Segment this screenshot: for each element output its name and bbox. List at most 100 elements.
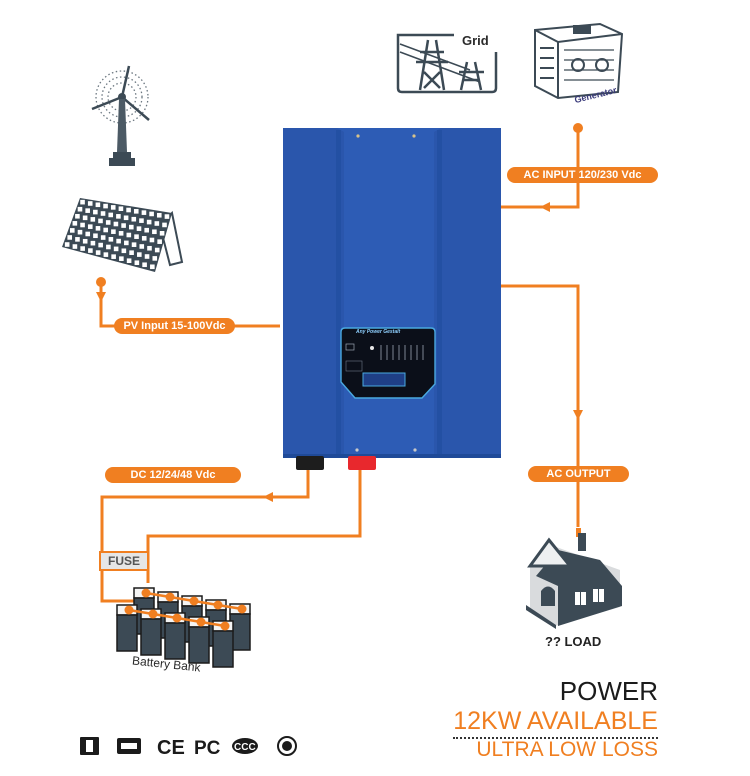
solar-cell	[164, 214, 170, 219]
fuse-label: FUSE	[99, 551, 149, 571]
battery-terminal	[213, 600, 223, 610]
certification-marks: CE PC CCC	[80, 736, 297, 759]
generator-icon	[534, 22, 624, 100]
house-icon	[526, 528, 622, 629]
solar-cell	[144, 227, 149, 233]
solar-panel-icon	[62, 198, 184, 272]
solar-cell	[77, 206, 83, 212]
solar-cell	[162, 222, 167, 228]
solar-cell	[100, 211, 106, 216]
solar-cell	[133, 209, 139, 214]
solar-cell	[116, 238, 121, 244]
solar-cell	[154, 221, 160, 226]
solar-cell	[147, 245, 152, 251]
solar-cell	[159, 230, 165, 236]
solar-cell	[126, 232, 132, 238]
solar-cell	[75, 213, 80, 219]
battery-terminal	[172, 613, 182, 623]
pct-mark-icon: PC	[194, 738, 221, 759]
battery-terminal	[196, 617, 206, 627]
solar-cell	[134, 234, 139, 239]
solar-cell	[82, 215, 88, 221]
solar-cell	[118, 231, 124, 236]
ac-input-arrow-icon	[540, 202, 550, 212]
solar-cell	[82, 238, 88, 244]
battery-terminal	[148, 609, 158, 619]
dc-arrow-icon	[263, 492, 273, 502]
solar-cell	[116, 214, 121, 219]
solar-cell	[90, 240, 96, 246]
headline-power: POWER	[559, 676, 658, 706]
solar-cell	[131, 242, 137, 247]
solar-cell	[150, 264, 155, 270]
solar-cell	[156, 212, 162, 218]
solar-cell	[85, 208, 90, 213]
solar-cell	[111, 254, 116, 259]
dc-positive-wire	[146, 470, 362, 583]
dc-negative-wire	[100, 470, 310, 603]
solar-cell	[93, 233, 98, 239]
battery-terminal	[237, 604, 247, 614]
pv-input-arrow-icon	[96, 292, 106, 302]
solar-cell	[87, 201, 93, 206]
solar-cell	[136, 226, 142, 231]
inverter-brand: Any Power Gestalt	[356, 329, 401, 335]
solar-cell	[113, 221, 119, 227]
solar-cell	[103, 203, 108, 209]
solar-cell	[111, 229, 116, 234]
positive-terminal	[348, 456, 376, 470]
solar-cell	[141, 236, 147, 241]
wind-turbine-icon	[91, 65, 150, 166]
headline-capacity: 12KW AVAILABLE	[453, 707, 658, 739]
ccc-mark-icon: CCC	[232, 738, 258, 754]
solar-cell	[139, 244, 145, 249]
solar-cell	[141, 210, 147, 215]
solar-cell	[131, 216, 137, 222]
solar-cell	[134, 260, 140, 266]
solar-cell	[139, 218, 144, 223]
solar-cell	[118, 206, 124, 212]
inverter-unit	[283, 128, 501, 470]
solar-cell	[121, 248, 127, 254]
solar-cell	[69, 228, 75, 233]
solar-cell	[77, 229, 83, 235]
solar-cell	[64, 242, 70, 247]
solar-cell	[126, 258, 132, 264]
solar-cell	[80, 246, 85, 251]
generator-node-dot	[573, 123, 583, 133]
solar-cell	[144, 254, 150, 259]
solar-cell	[103, 252, 109, 257]
seal-icon	[277, 736, 297, 756]
grid-label: Grid	[462, 33, 489, 48]
solar-cell	[75, 237, 80, 242]
svg-text:CCC: CCC	[234, 742, 256, 753]
solar-cell	[152, 256, 158, 261]
solar-node-dot	[96, 277, 106, 287]
pv-input-label: PV Input 15-100Vdc	[114, 318, 235, 334]
control-panel	[340, 327, 436, 399]
solar-cell	[110, 205, 116, 210]
solar-cell	[80, 199, 85, 205]
load-label: ?? LOAD	[545, 634, 602, 649]
solar-cell	[85, 231, 91, 237]
solar-cell	[93, 209, 98, 215]
ac-output-arrow-icon	[573, 410, 583, 420]
solar-cell	[80, 222, 85, 228]
solar-cell	[126, 207, 131, 213]
dc-input-label: DC 12/24/48 Vdc	[105, 467, 241, 483]
solar-cell	[72, 221, 78, 226]
solar-cell	[123, 215, 129, 221]
battery-terminal	[220, 621, 230, 631]
solar-cell	[95, 226, 101, 231]
solar-cell	[87, 224, 93, 229]
solar-cell	[95, 202, 101, 208]
solar-cell	[142, 262, 147, 268]
ac-output-label: AC OUTPUT	[528, 466, 629, 482]
ac-output-wire	[497, 284, 580, 527]
solar-cell	[137, 252, 142, 257]
solar-cell	[103, 227, 108, 233]
battery-terminal	[124, 605, 134, 615]
solar-cell	[149, 211, 154, 217]
negative-terminal	[296, 456, 324, 470]
solar-cell	[121, 223, 126, 228]
